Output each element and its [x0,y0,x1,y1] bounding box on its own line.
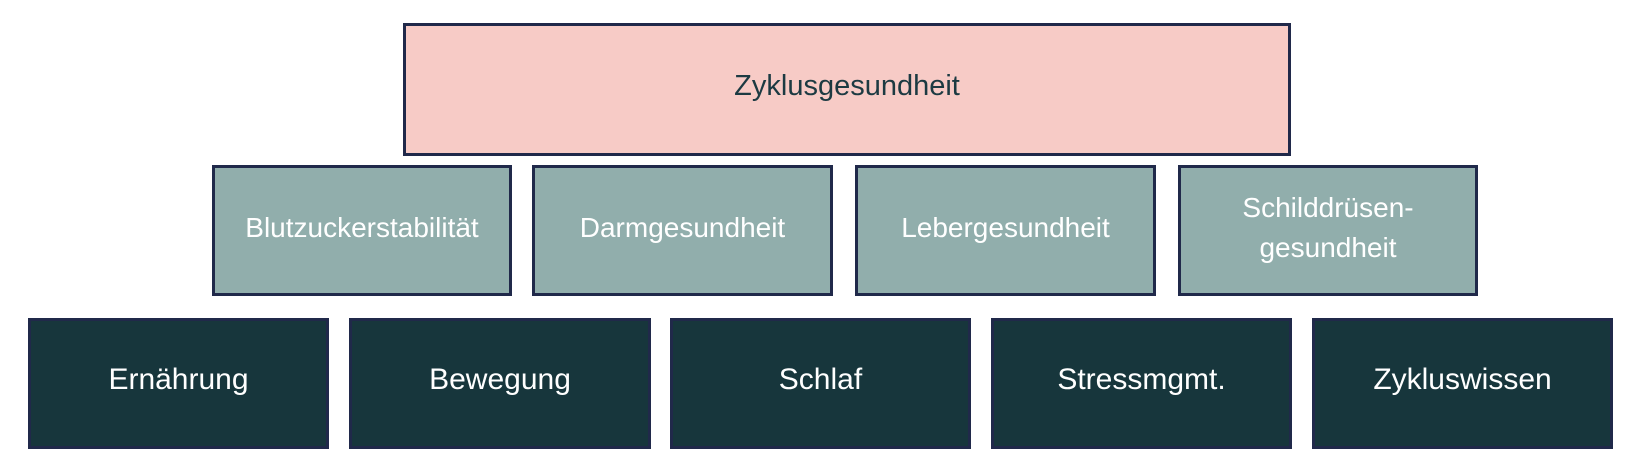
node-zykluswissen: Zykluswissen [1312,318,1613,449]
node-darmgesundheit: Darmgesundheit [532,165,833,296]
node-ernaehrung-label: Ernährung [108,363,249,397]
node-stressmgmt-label: Stressmgmt. [1057,363,1226,397]
node-ernaehrung: Ernährung [28,318,329,449]
node-schlaf: Schlaf [670,318,971,449]
node-blutzuckerstabilitaet: Blutzuckerstabilität [212,165,512,296]
node-lebergesundheit: Lebergesundheit [855,165,1156,296]
node-darmgesundheit-label: Darmgesundheit [579,211,786,243]
node-lebergesundheit-label: Lebergesundheit [901,211,1110,243]
node-stressmgmt: Stressmgmt. [991,318,1292,449]
node-zyklusgesundheit-label: Zyklusgesundheit [734,69,960,102]
node-schilddruesengesundheit-label: Schilddrüsen- gesundheit [1242,191,1414,263]
node-schilddruesengesundheit: Schilddrüsen- gesundheit [1178,165,1478,296]
node-bewegung-label: Bewegung [429,363,571,397]
node-blutzuckerstabilitaet-label: Blutzuckerstabilität [245,211,479,243]
node-zykluswissen-label: Zykluswissen [1373,363,1552,397]
node-schlaf-label: Schlaf [778,363,863,397]
node-zyklusgesundheit: Zyklusgesundheit [403,23,1291,156]
node-bewegung: Bewegung [349,318,651,449]
